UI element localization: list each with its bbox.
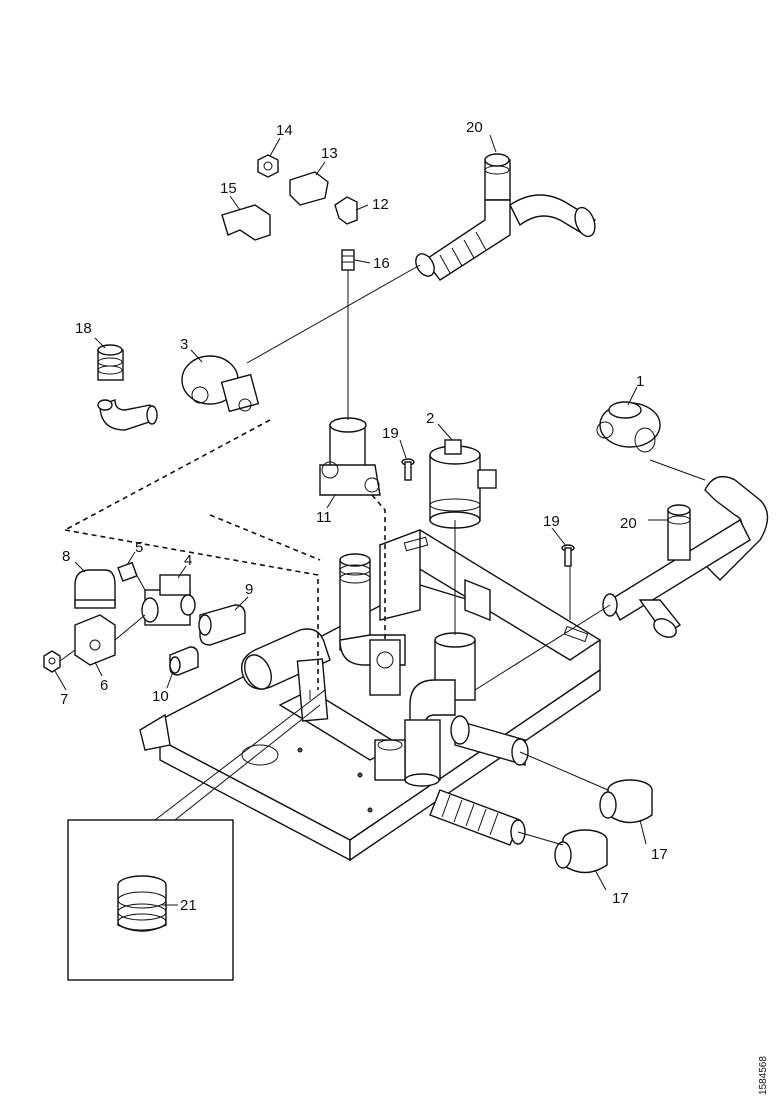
part-9-elbow bbox=[198, 604, 246, 646]
pipe-assembly bbox=[241, 553, 529, 846]
part-15-bracket bbox=[221, 204, 271, 241]
part-7-nut bbox=[43, 650, 61, 673]
callout-21: 21 bbox=[180, 897, 197, 914]
part-6-block bbox=[74, 614, 116, 666]
part-1-elbow bbox=[596, 401, 661, 453]
callout-11: 11 bbox=[316, 509, 332, 526]
callout-labels: 1 2 3 4 5 6 7 8 9 10 11 12 13 14 15 16 1… bbox=[60, 119, 668, 914]
callout-4: 4 bbox=[184, 552, 192, 569]
callout-8: 8 bbox=[62, 548, 70, 565]
base-plate bbox=[139, 584, 601, 862]
callout-7: 7 bbox=[60, 691, 68, 708]
part-14-nut bbox=[257, 154, 279, 178]
figure-reference-code: 1584568 bbox=[758, 1056, 769, 1095]
part-20-top-hose bbox=[415, 153, 596, 281]
callout-1: 1 bbox=[636, 373, 644, 390]
callout-12: 12 bbox=[372, 196, 389, 213]
callout-10: 10 bbox=[152, 688, 169, 705]
callout-9: 9 bbox=[245, 581, 253, 598]
callout-15: 15 bbox=[220, 180, 237, 197]
part-16-nipple bbox=[341, 249, 355, 271]
callout-14: 14 bbox=[276, 122, 293, 139]
callout-5: 5 bbox=[135, 539, 143, 556]
part-5-nipple bbox=[117, 561, 138, 582]
callout-6: 6 bbox=[100, 677, 108, 694]
assembly-lines bbox=[59, 264, 706, 846]
callout-3: 3 bbox=[180, 336, 188, 353]
part-8-clamp bbox=[74, 569, 116, 609]
callout-19-left: 19 bbox=[382, 425, 399, 442]
callout-13: 13 bbox=[321, 145, 338, 162]
leader-lines bbox=[54, 134, 668, 906]
part-2-cylinder bbox=[429, 439, 497, 529]
part-12-elbow bbox=[334, 196, 358, 225]
part-3-valve bbox=[181, 355, 260, 413]
callout-20-right: 20 bbox=[620, 515, 637, 532]
part-13-block bbox=[289, 171, 329, 206]
part-17-elbow-lower bbox=[554, 829, 608, 874]
callout-19-right: 19 bbox=[543, 513, 560, 530]
part-20-right-hose bbox=[602, 476, 769, 638]
part-18-hose bbox=[97, 344, 158, 431]
callout-16: 16 bbox=[373, 255, 390, 272]
callout-17-upper: 17 bbox=[651, 846, 668, 863]
part-11-valve bbox=[319, 417, 381, 496]
callout-20-top: 20 bbox=[466, 119, 483, 136]
part-21-collar bbox=[117, 875, 167, 932]
detail-inset bbox=[67, 689, 326, 981]
upright-bracket bbox=[378, 528, 602, 661]
part-10-fitting bbox=[169, 646, 199, 676]
part-19-screw-right bbox=[561, 544, 575, 567]
part-17-elbow-upper bbox=[599, 779, 653, 824]
callout-18: 18 bbox=[75, 320, 92, 337]
callout-2: 2 bbox=[426, 410, 434, 427]
callout-17-lower: 17 bbox=[612, 890, 629, 907]
part-19-screw-left bbox=[401, 458, 415, 481]
part-4-tee bbox=[141, 574, 196, 626]
